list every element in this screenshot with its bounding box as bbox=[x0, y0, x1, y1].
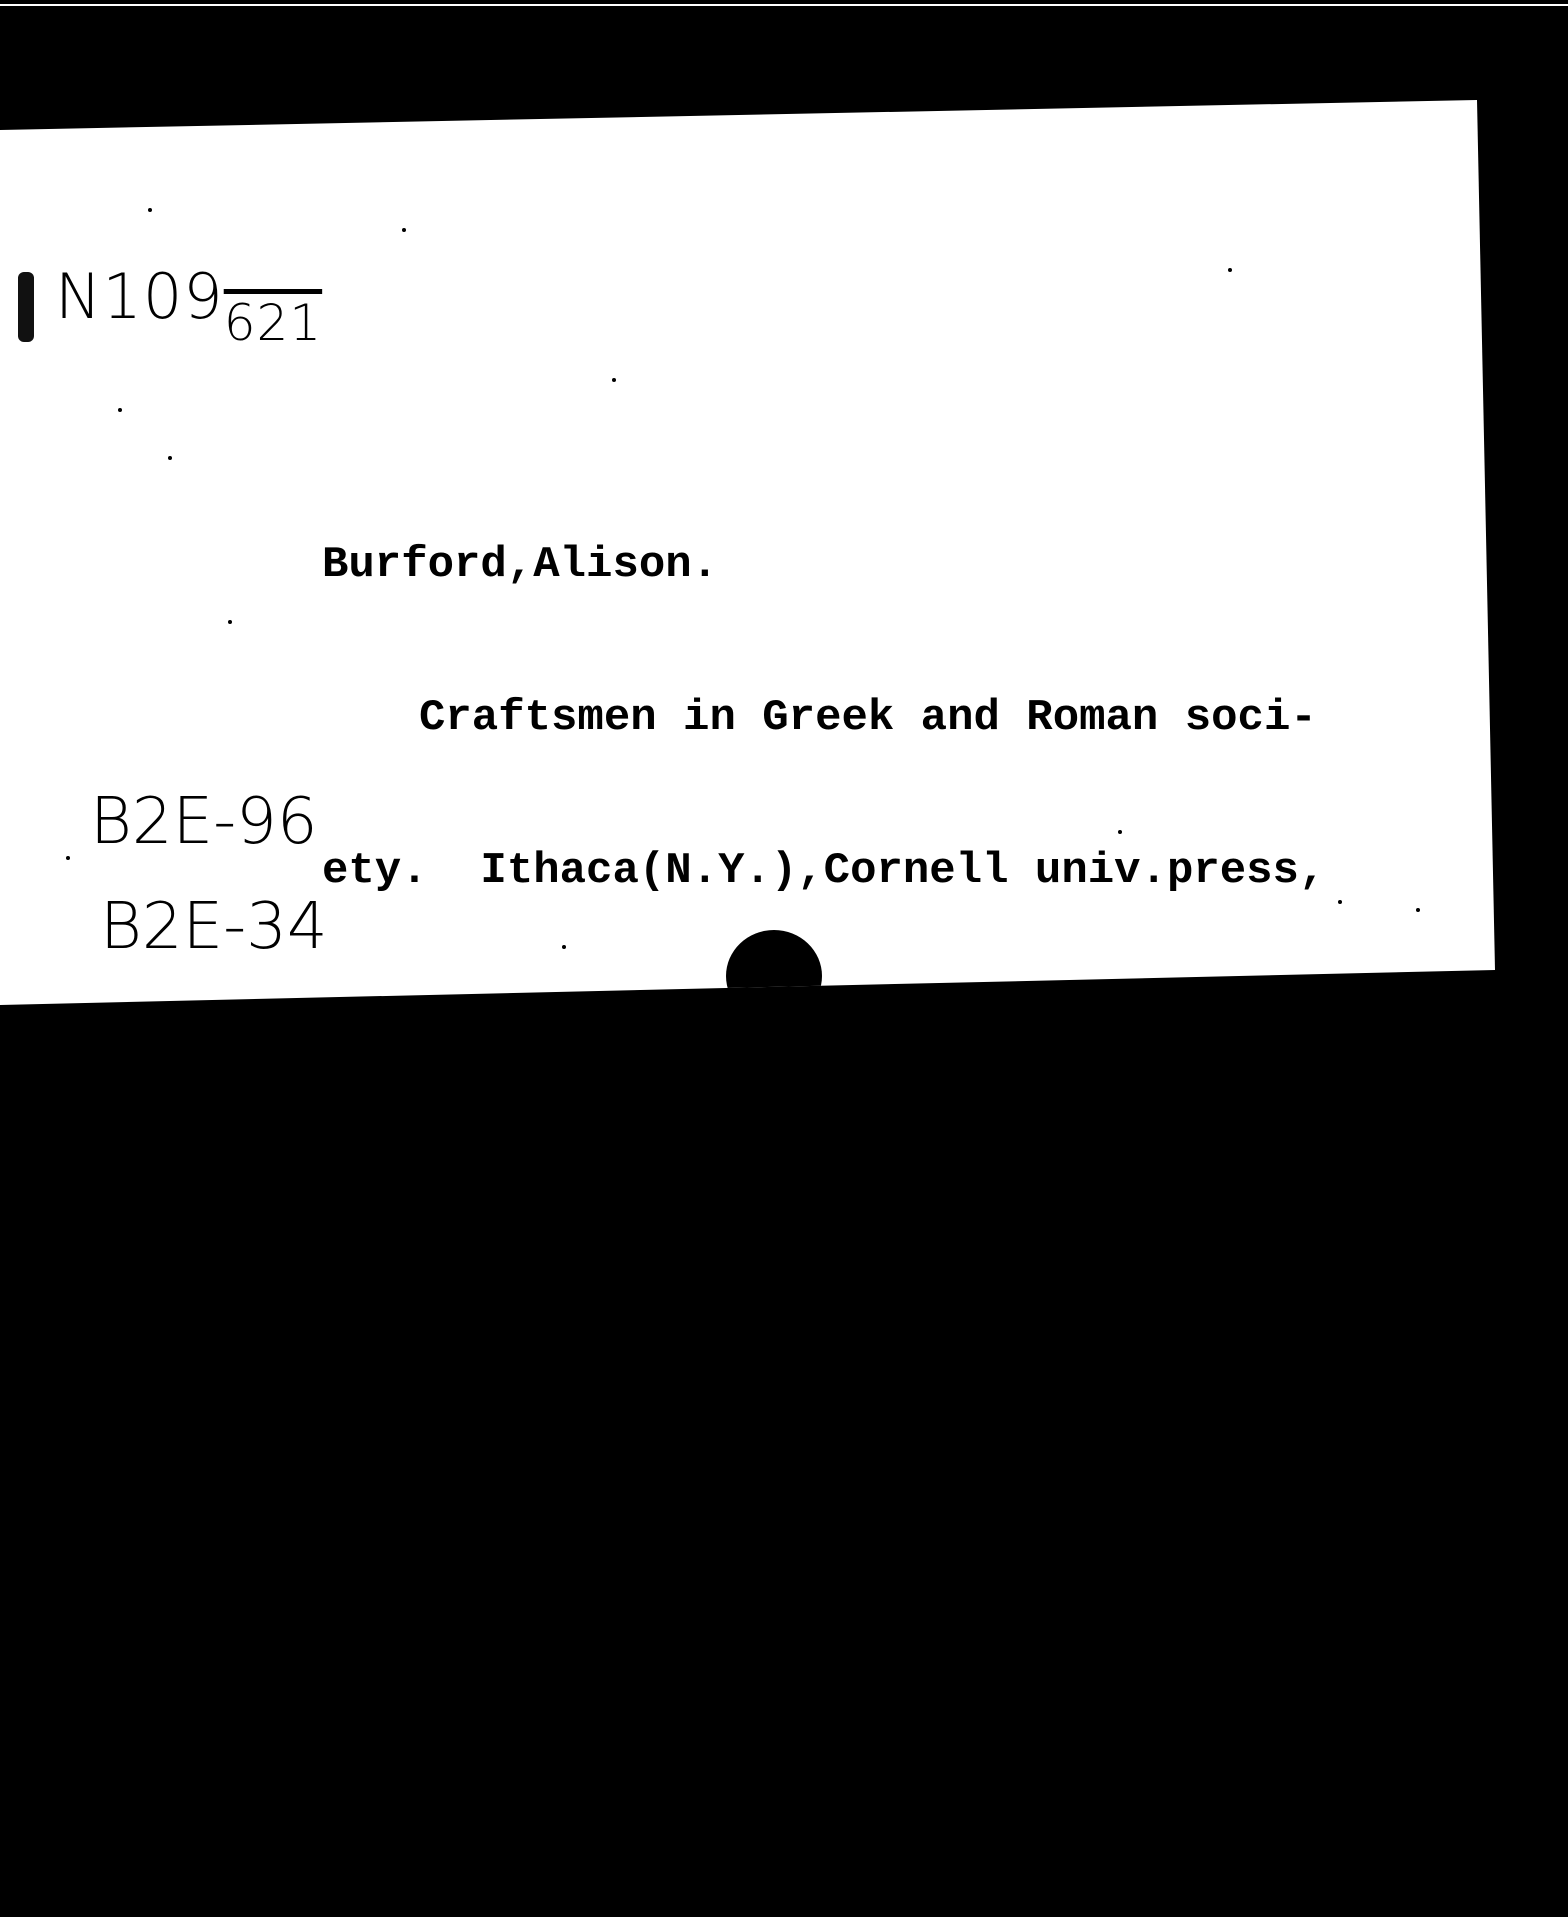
speck bbox=[118, 408, 122, 412]
title-line-1: Craftsmen in Greek and Roman soci- bbox=[419, 693, 1317, 743]
top-rule bbox=[0, 4, 1568, 6]
speck bbox=[1118, 830, 1122, 834]
speck bbox=[168, 456, 172, 460]
size-line: 23 см. bbox=[419, 1764, 578, 1814]
edge-smudge bbox=[18, 272, 34, 342]
location-mark-1: B2E-96 bbox=[90, 785, 318, 859]
note-line: На обл.авт.не указан. bbox=[419, 1611, 974, 1661]
bibliographic-entry: Burford,Alison. Craftsmen in Greek and R… bbox=[322, 438, 1326, 1814]
ink-blot bbox=[726, 930, 822, 1005]
call-number-main: N109 bbox=[55, 260, 224, 333]
speck bbox=[1338, 900, 1342, 904]
speck bbox=[612, 378, 616, 382]
speck bbox=[1416, 908, 1420, 912]
speck bbox=[228, 620, 232, 624]
location-mark-2: B2E-34 bbox=[100, 890, 328, 964]
speck bbox=[402, 228, 406, 232]
pagination-line: 256 c.c ил.,карт.,16 л.ил.( As- bbox=[419, 1152, 1238, 1202]
series-line: pects of Greek and Roman life). In- bbox=[322, 1305, 1299, 1355]
title-line-2: ety. Ithaca(N.Y.),Cornell univ.press, bbox=[322, 846, 1326, 896]
index-line: dex:c.252-256. bbox=[322, 1458, 692, 1508]
author-line: Burford,Alison. bbox=[322, 540, 719, 590]
speck bbox=[148, 208, 152, 212]
speck bbox=[1228, 268, 1232, 272]
call-number: N109621 bbox=[55, 260, 322, 352]
speck bbox=[66, 856, 70, 860]
speck bbox=[562, 945, 566, 949]
year-line: 1972. bbox=[322, 999, 455, 1049]
call-number-sub: 621 bbox=[223, 294, 323, 352]
catalog-card: N109621 Burford,Alison. Craftsmen in Gre… bbox=[0, 100, 1495, 1005]
